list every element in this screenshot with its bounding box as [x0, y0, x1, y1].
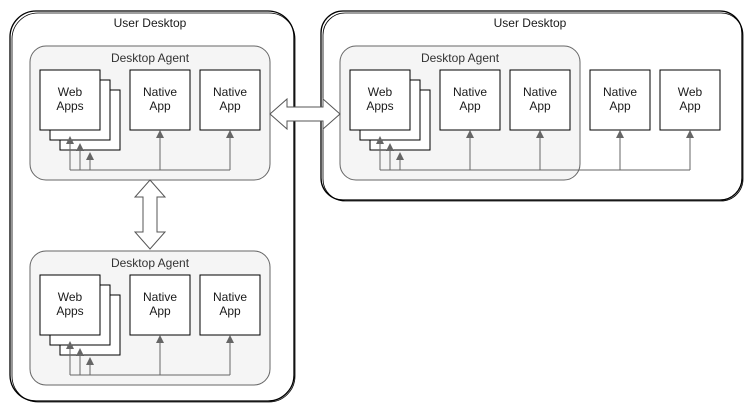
- native-app-label-line2: App: [459, 99, 481, 113]
- arrow-head: [86, 357, 94, 365]
- arrow-head: [66, 136, 74, 144]
- web-apps-box: [39, 274, 101, 336]
- arrow-head: [226, 335, 234, 343]
- arrow-head: [76, 143, 84, 151]
- arrow-head: [376, 136, 384, 144]
- web-apps-label-line1: Web: [58, 85, 83, 99]
- arrow-head: [156, 335, 164, 343]
- native-app-label-line2: App: [149, 99, 171, 113]
- arrow-head: [226, 130, 234, 138]
- desktop-agent-left-bottom: Desktop Agent Web Apps Native App Native…: [29, 250, 271, 386]
- web-apps-label-line1: Web: [58, 290, 83, 304]
- arrow-head: [616, 130, 624, 138]
- standalone-web-app-label-line1: Web: [678, 85, 703, 99]
- native-app-label-line2: App: [219, 304, 241, 318]
- web-apps-box: [349, 69, 411, 131]
- user-desktop-left-title: User Desktop: [114, 16, 187, 30]
- vertical-double-arrow: [133, 179, 167, 250]
- native-app-label-line1: Native: [453, 85, 487, 99]
- user-desktop-right-title: User Desktop: [494, 16, 567, 30]
- native-app-box: [129, 274, 191, 336]
- arrow-head: [396, 152, 404, 160]
- web-apps-label-line2: Apps: [56, 304, 83, 318]
- standalone-web-app-box: [659, 69, 721, 131]
- standalone-native-app-label-line1: Native: [603, 85, 637, 99]
- desktop-agent-right: Desktop Agent Web Apps Native App Native…: [339, 45, 581, 181]
- arrow-head: [386, 143, 394, 151]
- native-app-label-line1: Native: [523, 85, 557, 99]
- web-apps-label-line1: Web: [368, 85, 393, 99]
- arrow-head: [686, 130, 694, 138]
- arrow-head: [76, 348, 84, 356]
- web-apps-label-line2: Apps: [366, 99, 393, 113]
- arrow-head: [86, 152, 94, 160]
- native-app-label-line2: App: [149, 304, 171, 318]
- native-app-label-line2: App: [219, 99, 241, 113]
- standalone-native-app-box: [589, 69, 651, 131]
- arrow-head: [466, 130, 474, 138]
- desktop-agent-left-top: Desktop Agent Web Apps Native App Native…: [29, 45, 271, 181]
- right-connectors: [376, 130, 694, 171]
- arrow-head: [66, 341, 74, 349]
- arrow-head: [156, 130, 164, 138]
- native-app-label-line2: App: [529, 99, 551, 113]
- native-app-label-line1: Native: [213, 85, 247, 99]
- standalone-apps: Native App Web App: [589, 69, 721, 131]
- desktop-agent-right-title: Desktop Agent: [421, 51, 500, 65]
- native-app-box: [509, 69, 571, 131]
- native-app-label-line1: Native: [143, 85, 177, 99]
- native-app-label-line1: Native: [143, 290, 177, 304]
- standalone-native-app-label-line2: App: [609, 99, 631, 113]
- native-app-box: [439, 69, 501, 131]
- horizontal-double-arrow: [269, 97, 341, 131]
- web-apps-box: [39, 69, 101, 131]
- arrow-head: [536, 130, 544, 138]
- user-desktop-left-border-sketch: [11, 12, 296, 403]
- desktop-agent-left-top-title: Desktop Agent: [111, 51, 190, 65]
- standalone-web-app-label-line2: App: [679, 99, 701, 113]
- desktop-agent-left-bottom-title: Desktop Agent: [111, 256, 190, 270]
- native-app-label-line1: Native: [213, 290, 247, 304]
- web-apps-label-line2: Apps: [56, 99, 83, 113]
- native-app-box: [199, 274, 261, 336]
